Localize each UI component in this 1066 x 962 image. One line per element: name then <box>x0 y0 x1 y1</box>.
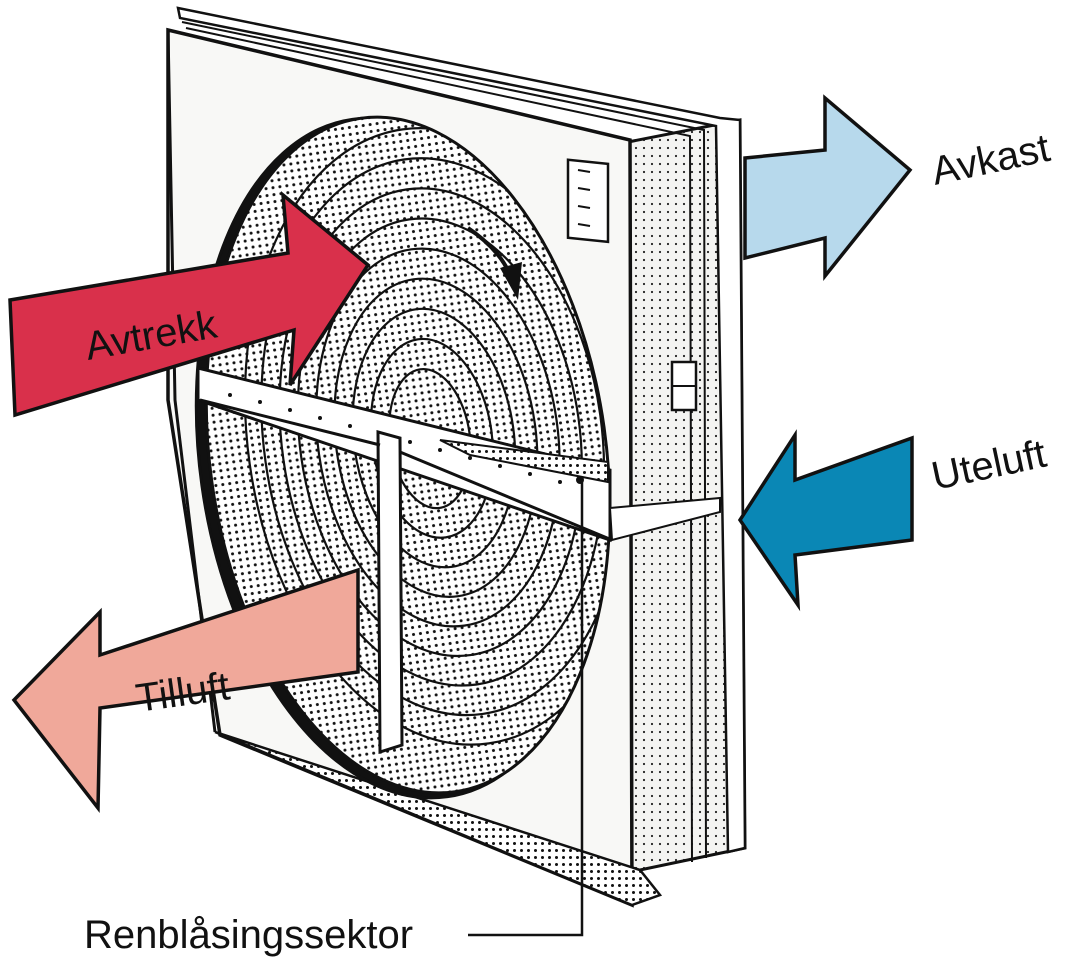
vertical-divider-post <box>376 430 404 755</box>
tilluft-arrow <box>11 567 360 813</box>
label-uteluft: Uteluft <box>928 432 1050 499</box>
uteluft-arrow-shape <box>737 429 914 612</box>
label-renblasingssektor: Renblåsingssektor <box>84 913 413 957</box>
avtrekk-arrow <box>8 191 371 418</box>
uteluft-arrow <box>737 429 914 612</box>
indicator-panel-icon <box>566 158 610 244</box>
divider-rivets <box>228 393 562 484</box>
rotation-direction-arrow-icon <box>466 226 522 300</box>
tilluft-arrow-shape <box>11 567 360 813</box>
housing-back-plate <box>176 6 747 854</box>
housing-bottom-edge <box>214 730 663 907</box>
avkast-arrow <box>743 94 913 281</box>
label-avkast: Avkast <box>928 126 1054 194</box>
sector-divider-frame <box>196 366 721 755</box>
renblasingssektor-pointer <box>468 482 584 937</box>
avkast-arrow-shape <box>743 94 913 281</box>
purge-sector-wedge <box>439 439 609 484</box>
avtrekk-arrow-shape <box>8 191 371 418</box>
